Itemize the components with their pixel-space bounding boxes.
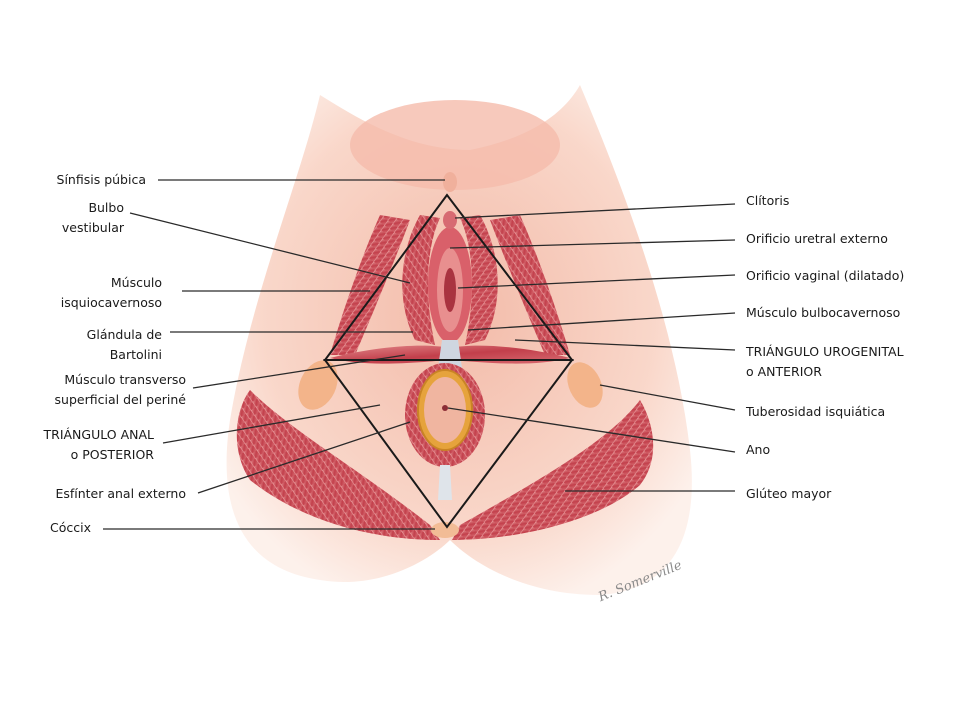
clitoris-shape bbox=[443, 211, 457, 229]
leader-clitoris bbox=[454, 203, 736, 219]
label-gluteo: Glúteo mayor bbox=[746, 486, 832, 501]
leader-uretral bbox=[449, 239, 736, 249]
leader-lines-right bbox=[447, 203, 736, 492]
label-bartolini: Glándula de Bartolini bbox=[40, 325, 162, 365]
pubic-tip bbox=[443, 172, 457, 192]
label-uretral: Orificio uretral externo bbox=[746, 231, 888, 246]
label-anal: TRIÁNGULO ANAL o POSTERIOR bbox=[28, 425, 155, 465]
label-vaginal: Orificio vaginal (dilatado) bbox=[746, 268, 905, 283]
label-bartolini-line1: Glándula de bbox=[86, 327, 162, 342]
leader-transverso bbox=[192, 354, 406, 389]
anus bbox=[442, 405, 448, 411]
label-bartolini-line2: Bartolini bbox=[109, 347, 162, 362]
label-isquio-line1: Músculo bbox=[110, 275, 162, 290]
leader-vaginal bbox=[457, 274, 736, 289]
label-esfinter: Esfínter anal externo bbox=[55, 486, 186, 501]
label-transverso-line1: Músculo transverso bbox=[64, 372, 186, 387]
label-bulbo-line1: Bulbo bbox=[88, 200, 124, 215]
label-bulbocav: Músculo bulbocavernoso bbox=[746, 305, 901, 320]
leader-urogenital bbox=[514, 339, 736, 351]
label-ano: Ano bbox=[746, 442, 771, 457]
vaginal-opening bbox=[444, 268, 456, 312]
label-bulbo: Bulbo vestibular bbox=[40, 198, 124, 238]
gluteus-right bbox=[452, 400, 654, 540]
leader-lines-left bbox=[103, 179, 445, 530]
label-transverso-line2: superficial del periné bbox=[54, 392, 186, 407]
anococcygeal-ligament bbox=[438, 465, 452, 500]
leader-anal bbox=[162, 404, 381, 444]
leader-esfinter bbox=[197, 421, 411, 494]
ischiocavernosus-left bbox=[330, 215, 410, 355]
gluteus-left bbox=[236, 390, 440, 540]
label-isquio: Músculo isquiocavernoso bbox=[40, 273, 162, 313]
label-urogenital-line1: TRIÁNGULO UROGENITAL bbox=[746, 344, 904, 359]
label-anal-line2: o POSTERIOR bbox=[70, 447, 154, 462]
label-anal-line1: TRIÁNGULO ANAL bbox=[43, 427, 155, 442]
pubic-mound bbox=[350, 100, 560, 190]
label-tuberosidad: Tuberosidad isquiática bbox=[746, 404, 886, 419]
label-sinfisis: Sínfisis púbica bbox=[56, 172, 146, 187]
leader-ano bbox=[447, 407, 736, 453]
label-urogenital-line2: o ANTERIOR bbox=[746, 364, 822, 379]
leader-bulbocav bbox=[467, 312, 736, 331]
anal-triangle bbox=[323, 359, 574, 529]
label-transverso: Músculo transverso superficial del perin… bbox=[40, 370, 186, 410]
label-isquio-line2: isquiocavernoso bbox=[60, 295, 162, 310]
coccyx-shape bbox=[431, 522, 459, 538]
leader-tuberosidad bbox=[599, 384, 736, 411]
label-urogenital: TRIÁNGULO UROGENITAL o ANTERIOR bbox=[746, 342, 904, 382]
label-clitoris: Clítoris bbox=[746, 193, 790, 208]
leader-bulbo bbox=[129, 212, 411, 284]
label-coccix: Cóccix bbox=[50, 520, 91, 535]
label-bulbo-line2: vestibular bbox=[61, 220, 124, 235]
bulbocavernosus-left bbox=[402, 215, 440, 345]
ischial-tuberosity-right bbox=[567, 362, 603, 408]
ischial-tuberosity-left bbox=[298, 360, 338, 410]
